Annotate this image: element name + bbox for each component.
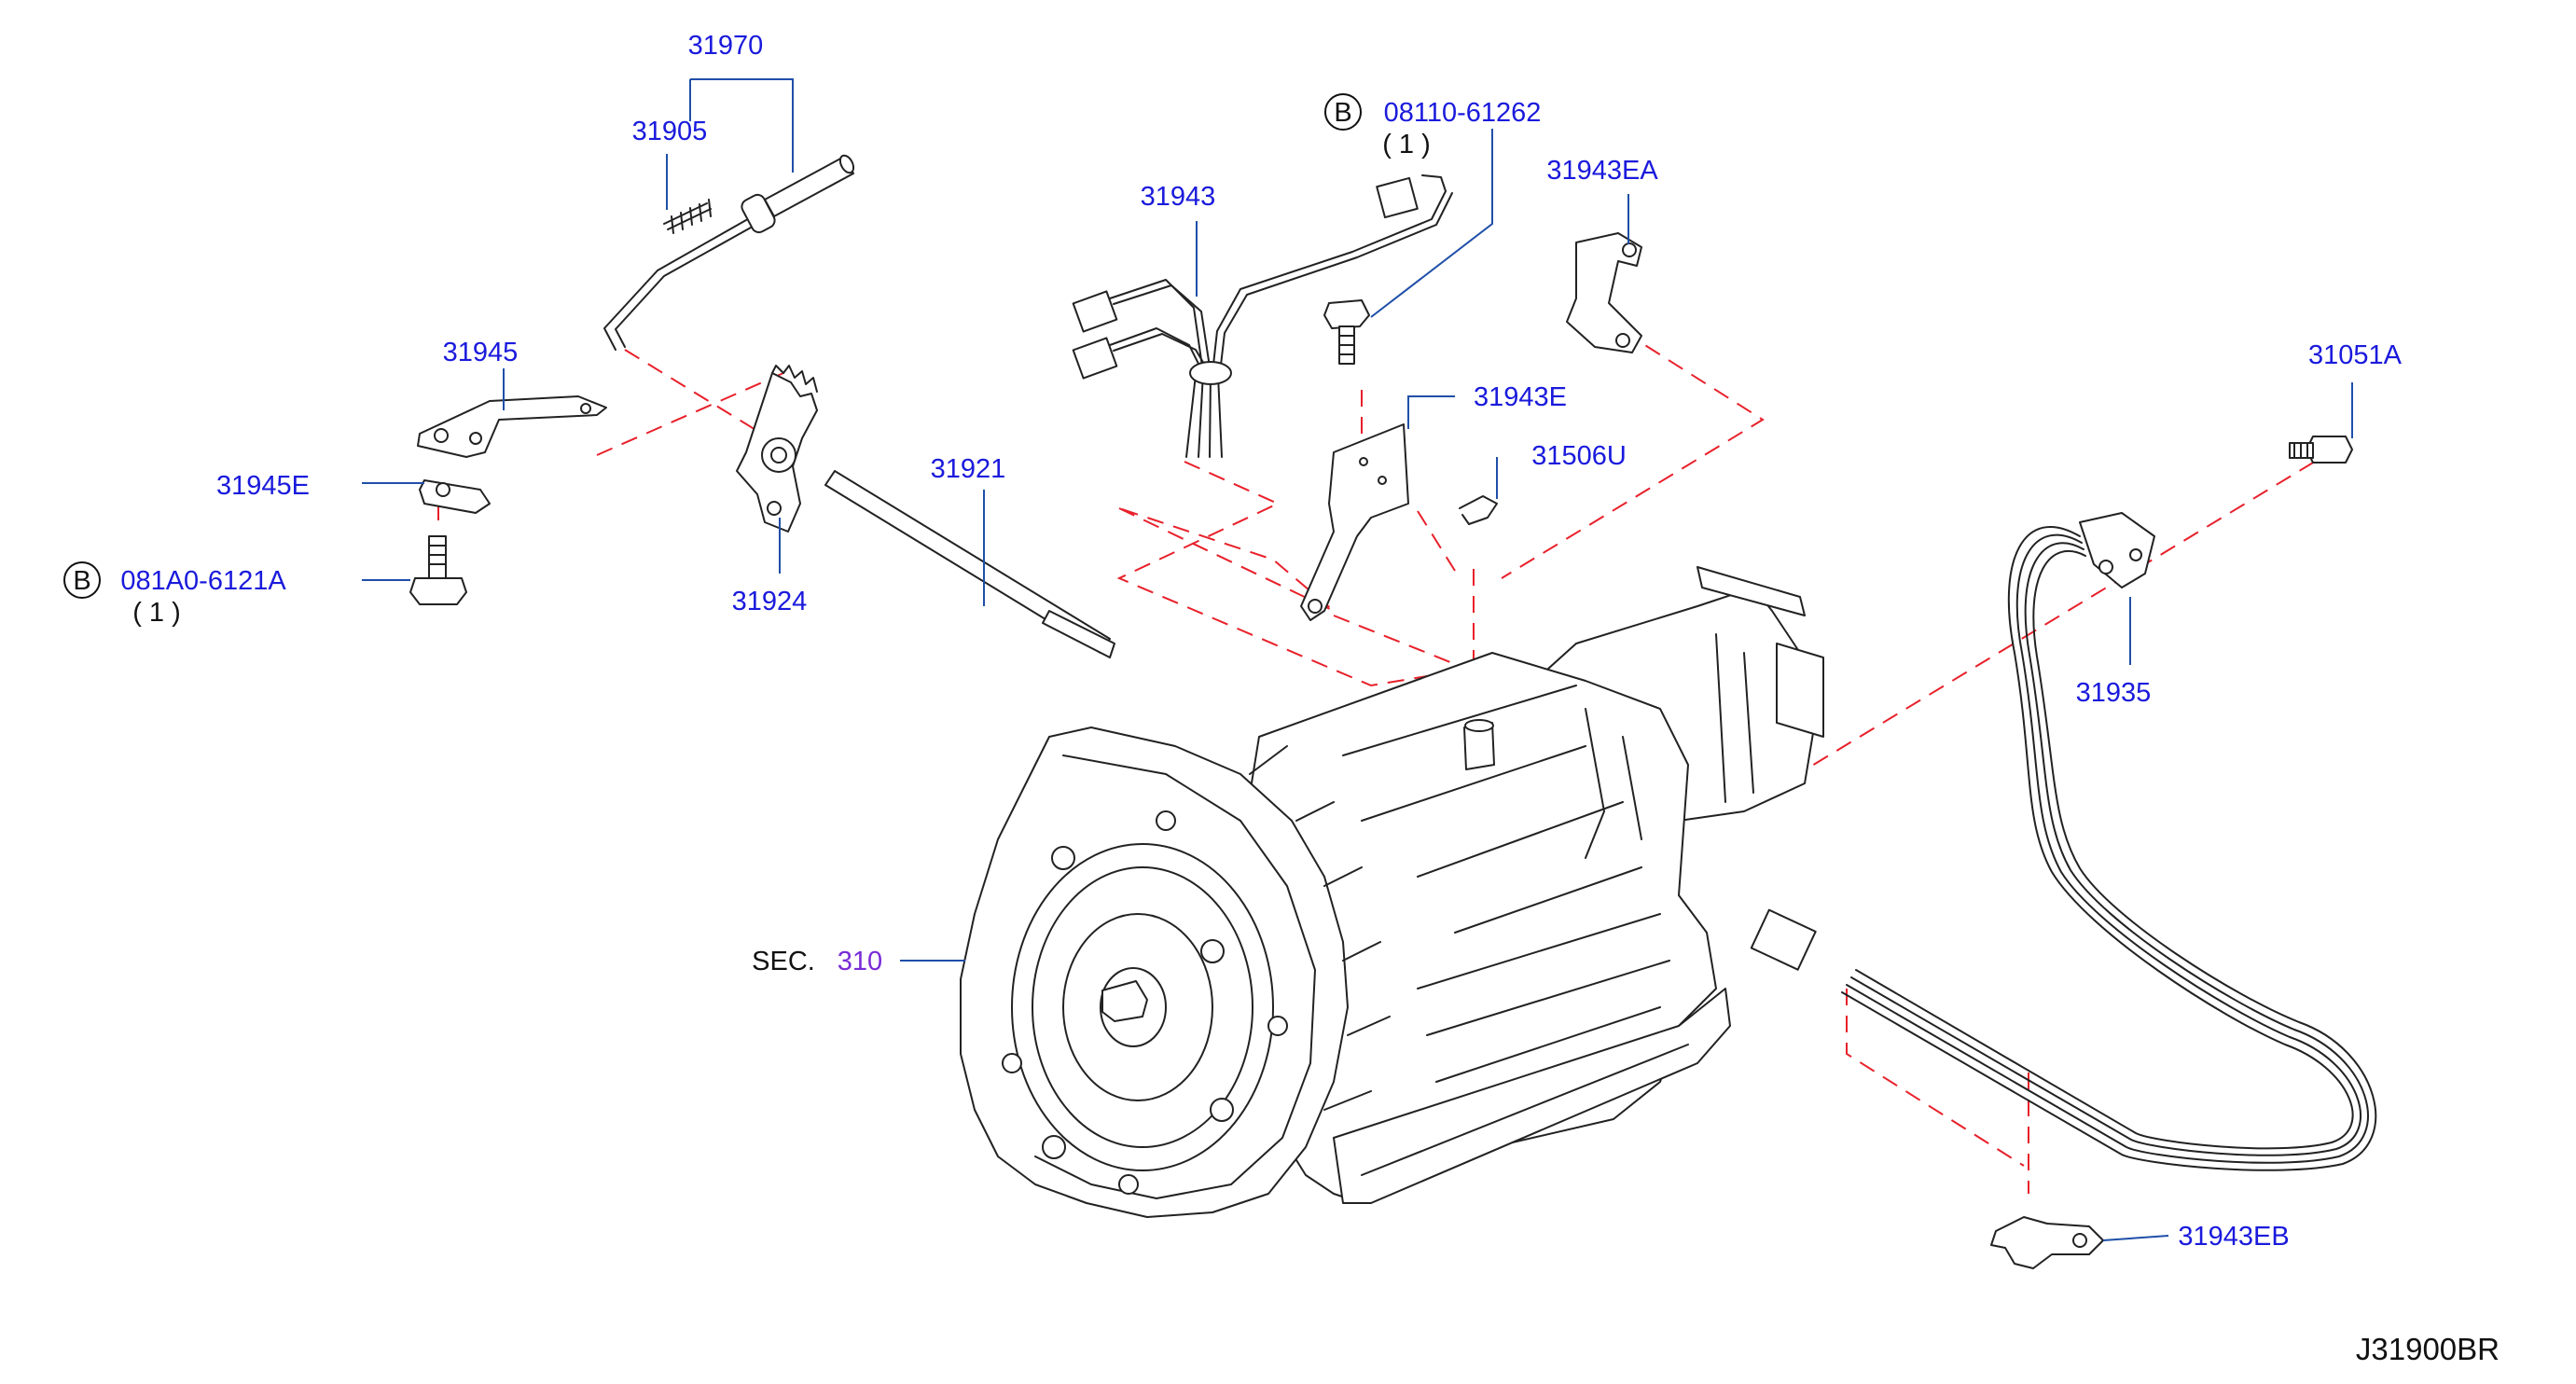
label-31970: 31970 xyxy=(688,31,764,61)
qty-081a0: ( 1 ) xyxy=(132,598,181,628)
label-31943ea: 31943EA xyxy=(1546,156,1658,186)
label-31945e: 31945E xyxy=(216,471,310,501)
label-31051a: 31051A xyxy=(2308,340,2403,370)
manual-shaft xyxy=(824,470,1115,658)
label-31506u: 31506U xyxy=(1531,441,1627,471)
label-31945: 31945 xyxy=(443,338,519,367)
section-prefix: SEC. xyxy=(752,947,815,976)
label-31935: 31935 xyxy=(2076,678,2152,708)
wiring-harness xyxy=(1072,174,1453,458)
bolt-marker-letter: B xyxy=(73,566,90,596)
label-31905: 31905 xyxy=(632,117,708,146)
label-31921: 31921 xyxy=(931,454,1006,484)
part-labels: 31970 31905 31945 31945E 081A0-6121A ( 1… xyxy=(120,31,2500,1366)
label-31943e: 31943E xyxy=(1474,382,1567,412)
sensor-31935 xyxy=(1750,512,2377,1171)
transmission-body xyxy=(960,566,1824,1218)
bolt-081a0 xyxy=(409,535,467,605)
bracket-31943e xyxy=(1300,423,1409,621)
washer-plate xyxy=(419,479,491,514)
bracket-31945 xyxy=(417,395,607,458)
diagram-code: J31900BR xyxy=(2356,1332,2500,1366)
leader-lines xyxy=(362,78,2353,1241)
bolt-marker-1: B xyxy=(63,561,101,599)
bracket-31943ea xyxy=(1566,232,1642,353)
bolt-marker-2: B xyxy=(1324,93,1362,131)
bolt-08110 xyxy=(1323,299,1370,365)
spring-part xyxy=(663,199,712,234)
clip-31506u xyxy=(1459,495,1498,525)
detent-plate xyxy=(736,365,818,533)
clip-31943eb xyxy=(1990,1216,2104,1269)
bolt-31051a xyxy=(2289,436,2353,464)
label-31943eb: 31943EB xyxy=(2178,1222,2289,1252)
shift-cable-assembly xyxy=(603,154,855,351)
qty-08110: ( 1 ) xyxy=(1382,130,1431,159)
label-08110-61262: 08110-61262 xyxy=(1384,98,1542,128)
section-number: 310 xyxy=(838,947,882,976)
label-081a0-6121a: 081A0-6121A xyxy=(120,566,286,596)
bolt-marker-letter: B xyxy=(1334,98,1351,128)
label-31924: 31924 xyxy=(732,587,808,616)
label-31943: 31943 xyxy=(1141,182,1216,212)
